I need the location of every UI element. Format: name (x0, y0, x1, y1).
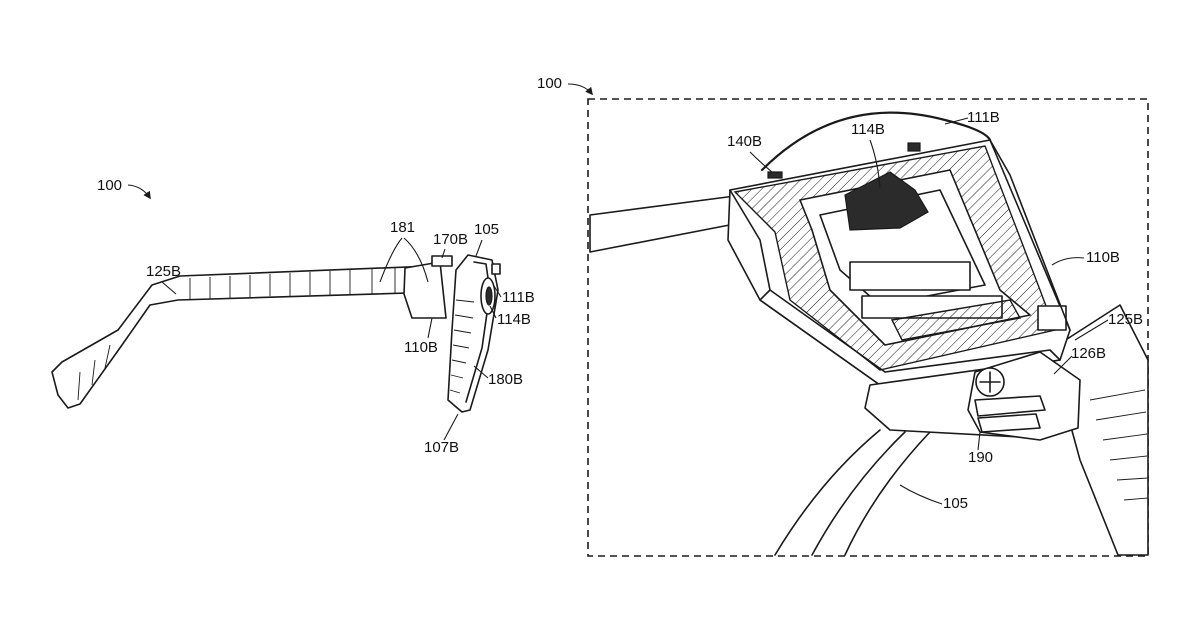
assembly-arrow-left (128, 185, 150, 198)
label-chunk-right: 110B (1086, 249, 1120, 266)
assembly-arrow-right (568, 84, 592, 94)
label-rim-bottom: 107B (424, 439, 459, 456)
label-recesses: 181 (390, 219, 415, 236)
frame-curve-detail (775, 430, 930, 555)
label-frame-right: 105 (943, 495, 968, 512)
label-light: 140B (727, 133, 762, 150)
label-temple-right: 125B (1108, 311, 1143, 328)
label-hinge: 126B (1071, 345, 1106, 362)
label-assembly-left: 100 (97, 177, 122, 194)
label-chunk-left: 110B (404, 339, 438, 356)
label-lens-rim: 180B (488, 371, 523, 388)
temple-arm (52, 262, 440, 408)
label-screw: 190 (968, 449, 993, 466)
right-view: 100 (537, 75, 1148, 556)
temple-arm-detail (590, 196, 745, 252)
label-cover-left: 111B (502, 289, 535, 306)
label-button: 170B (433, 231, 468, 248)
frame-rim (448, 255, 500, 412)
left-view: 100 (52, 177, 535, 456)
chunk-body (404, 262, 446, 318)
label-sensor-left: 114B (497, 311, 531, 328)
label-temple-left: 125B (146, 263, 181, 280)
label-frame-left: 105 (474, 221, 499, 238)
label-assembly-right: 100 (537, 75, 562, 92)
light-indicator (768, 172, 782, 178)
label-sensor-right: 114B (851, 121, 885, 138)
label-cover-right: 111B (967, 109, 1000, 126)
